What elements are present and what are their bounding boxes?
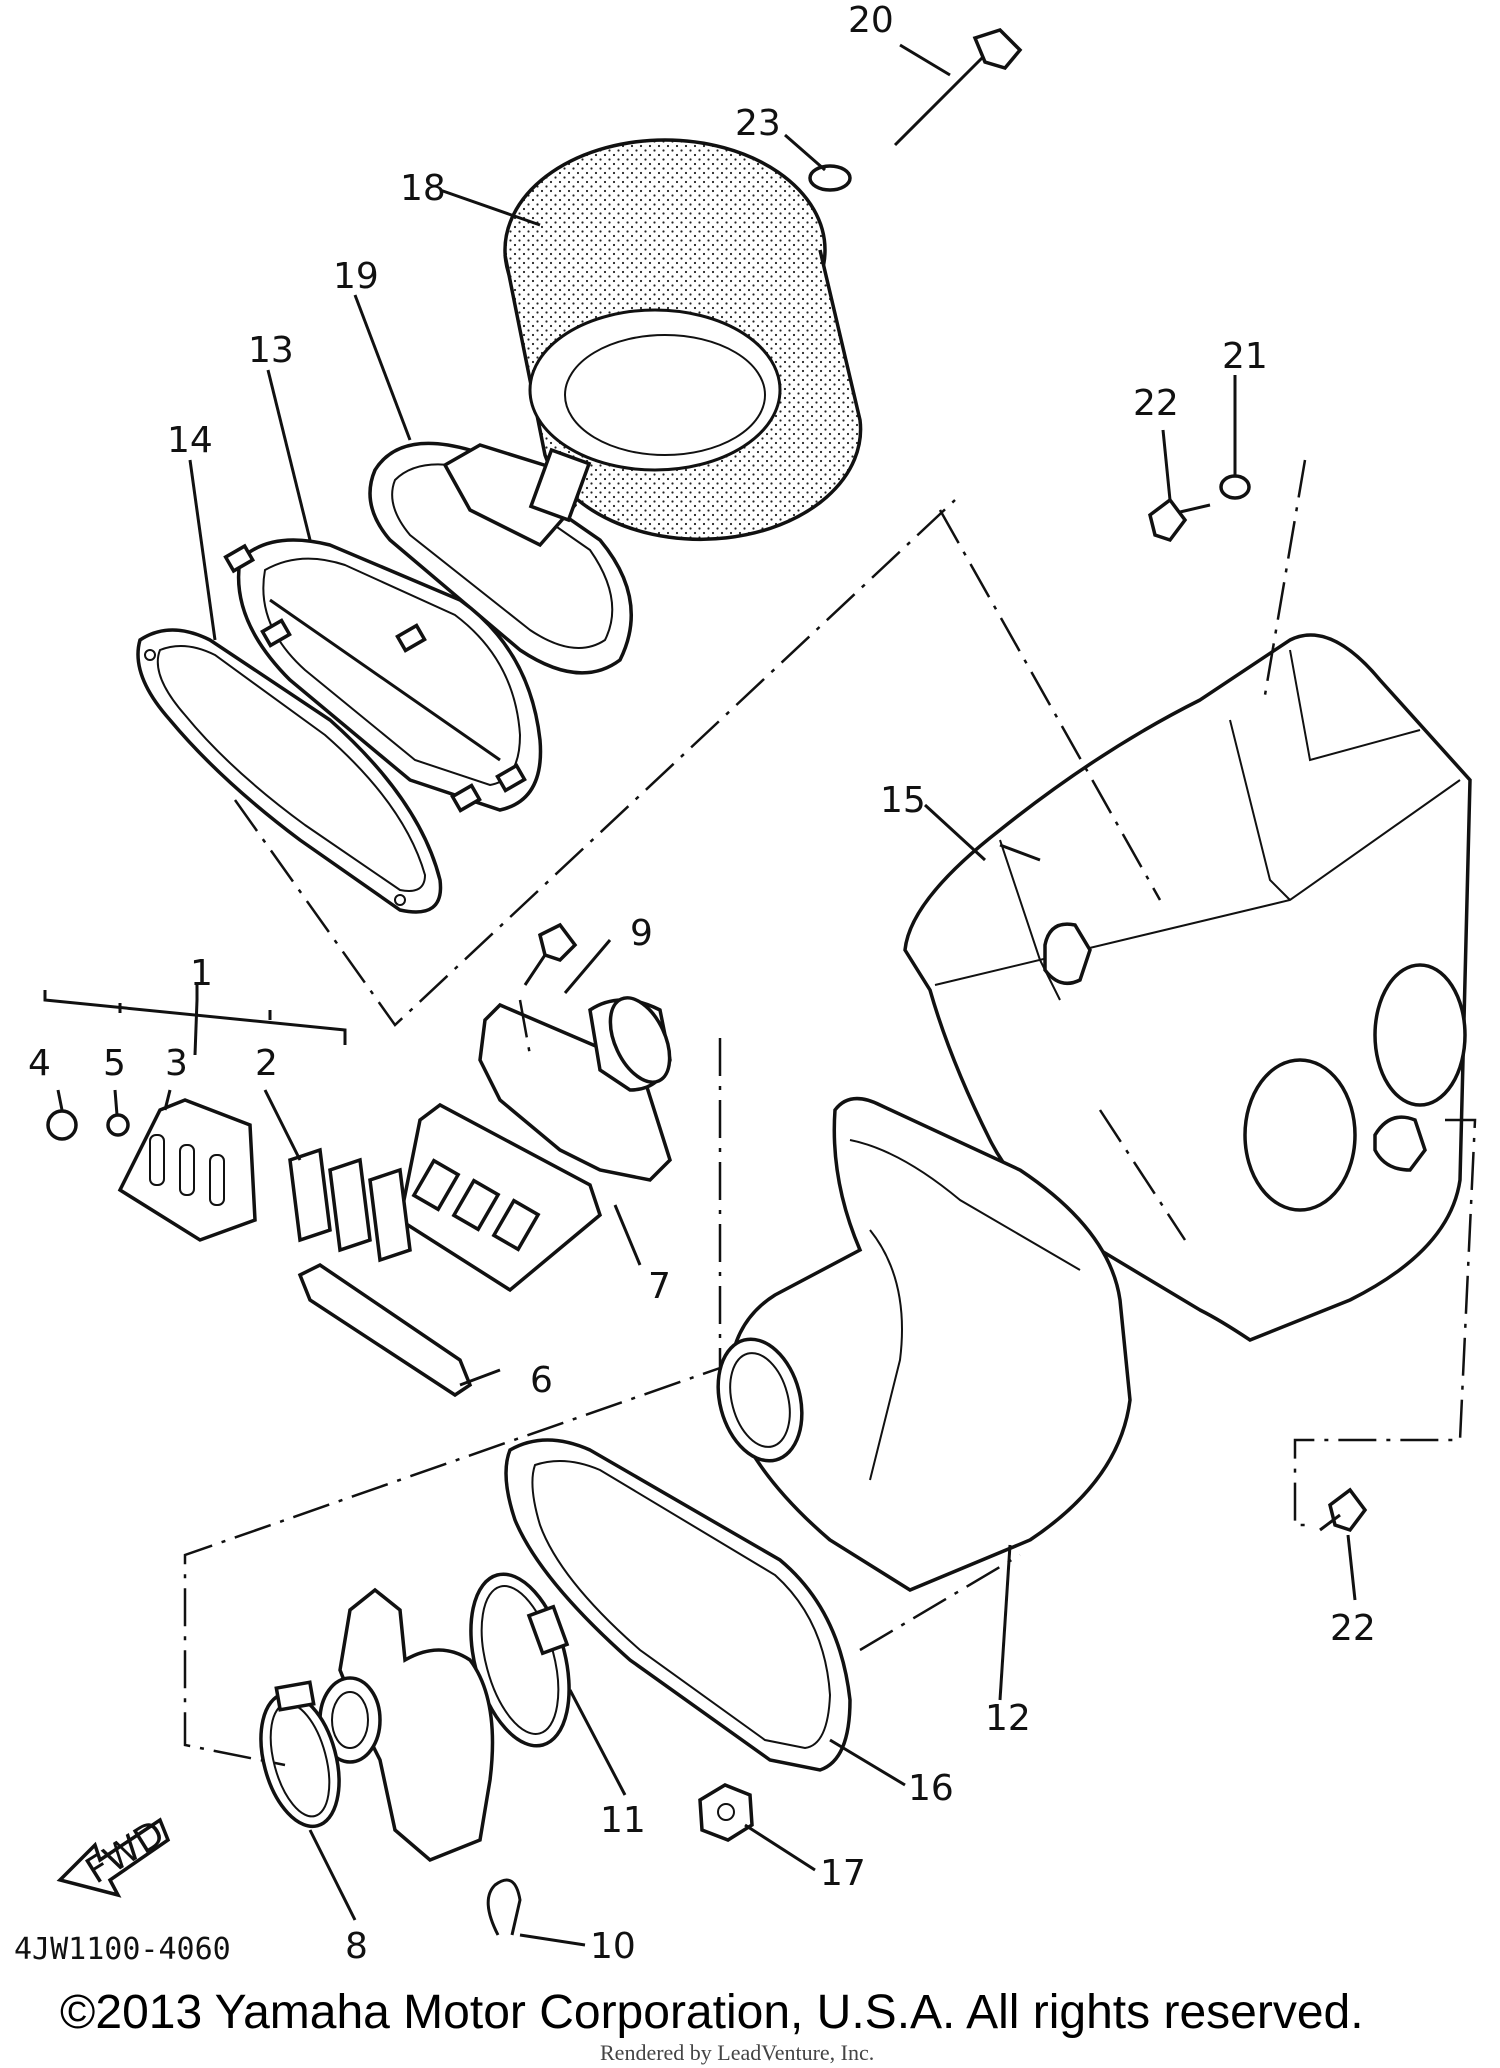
airbox-bolt-lower-part: [1319, 1487, 1368, 1533]
reference-lines: [183, 459, 1477, 1767]
callout-22-upper: 22: [1133, 383, 1179, 424]
reed-valve-assembly-part: [398, 1102, 603, 1293]
callout-22-lower: 22: [1330, 1608, 1376, 1649]
air-box-part: [903, 633, 1472, 1342]
render-credit: Rendered by LeadVenture, Inc.: [600, 2040, 875, 2065]
callout-16: 16: [908, 1768, 954, 1809]
callout-1: 1: [190, 953, 213, 994]
reed-petal-part: [288, 1147, 412, 1263]
callout-10: 10: [590, 1926, 636, 1967]
callout-19: 19: [333, 256, 379, 297]
copyright-notice: ©2013 Yamaha Motor Corporation, U.S.A. A…: [60, 1986, 1364, 2039]
cage-gasket-part: [136, 628, 443, 914]
callout-8: 8: [345, 1926, 368, 1967]
manifold-bolt-part: [523, 922, 578, 986]
callout-17: 17: [820, 1853, 866, 1894]
callout-15: 15: [880, 780, 926, 821]
carburetor-part: [318, 1587, 495, 1863]
callout-5: 5: [103, 1043, 126, 1084]
wing-bolt-part: [893, 28, 1023, 147]
callout-18: 18: [400, 168, 446, 209]
leader-lines: [43, 43, 1357, 1947]
callout-4: 4: [28, 1043, 51, 1084]
callout-2: 2: [255, 1043, 278, 1084]
intake-clamp-part: [259, 1680, 341, 1829]
callout-11: 11: [600, 1800, 646, 1841]
callout-20: 20: [848, 0, 894, 41]
filter-cage-part: [223, 538, 543, 813]
callout-9: 9: [630, 913, 653, 954]
airbox-bolt-upper-part: [1148, 497, 1211, 543]
reed-washer-part: [106, 1113, 130, 1137]
forward-direction-arrow: FWD: [56, 1813, 172, 1898]
air-boot-part: [716, 1096, 1132, 1592]
callout-13: 13: [248, 330, 294, 371]
carburetor-joint-clamp-part: [469, 1572, 571, 1748]
callout-14: 14: [167, 420, 213, 461]
reed-gasket-part: [297, 1262, 473, 1398]
hose-clip-part: [486, 1878, 522, 1936]
reed-screw-part: [46, 1109, 78, 1141]
callout-labels: 1 2 3 4 5 6 7 8 9 10 11 12 13 14 15 16 1…: [28, 0, 1376, 1967]
washer-part: [808, 164, 852, 192]
callout-3: 3: [165, 1043, 188, 1084]
diagram-code: 4JW1100-4060: [14, 1932, 231, 1967]
callout-6: 6: [530, 1360, 553, 1401]
callout-12: 12: [985, 1698, 1031, 1739]
reed-stopper-part: [117, 1098, 257, 1242]
air-filter-element-part: [503, 138, 863, 542]
airbox-washer-part: [1219, 474, 1251, 500]
intake-manifold-part: [478, 996, 672, 1182]
filter-guide-part: [368, 441, 633, 675]
callout-23: 23: [735, 103, 781, 144]
nut-part: [698, 1783, 754, 1842]
callout-21: 21: [1222, 336, 1268, 377]
boot-gasket-part: [504, 1438, 852, 1772]
callout-7: 7: [648, 1266, 671, 1307]
